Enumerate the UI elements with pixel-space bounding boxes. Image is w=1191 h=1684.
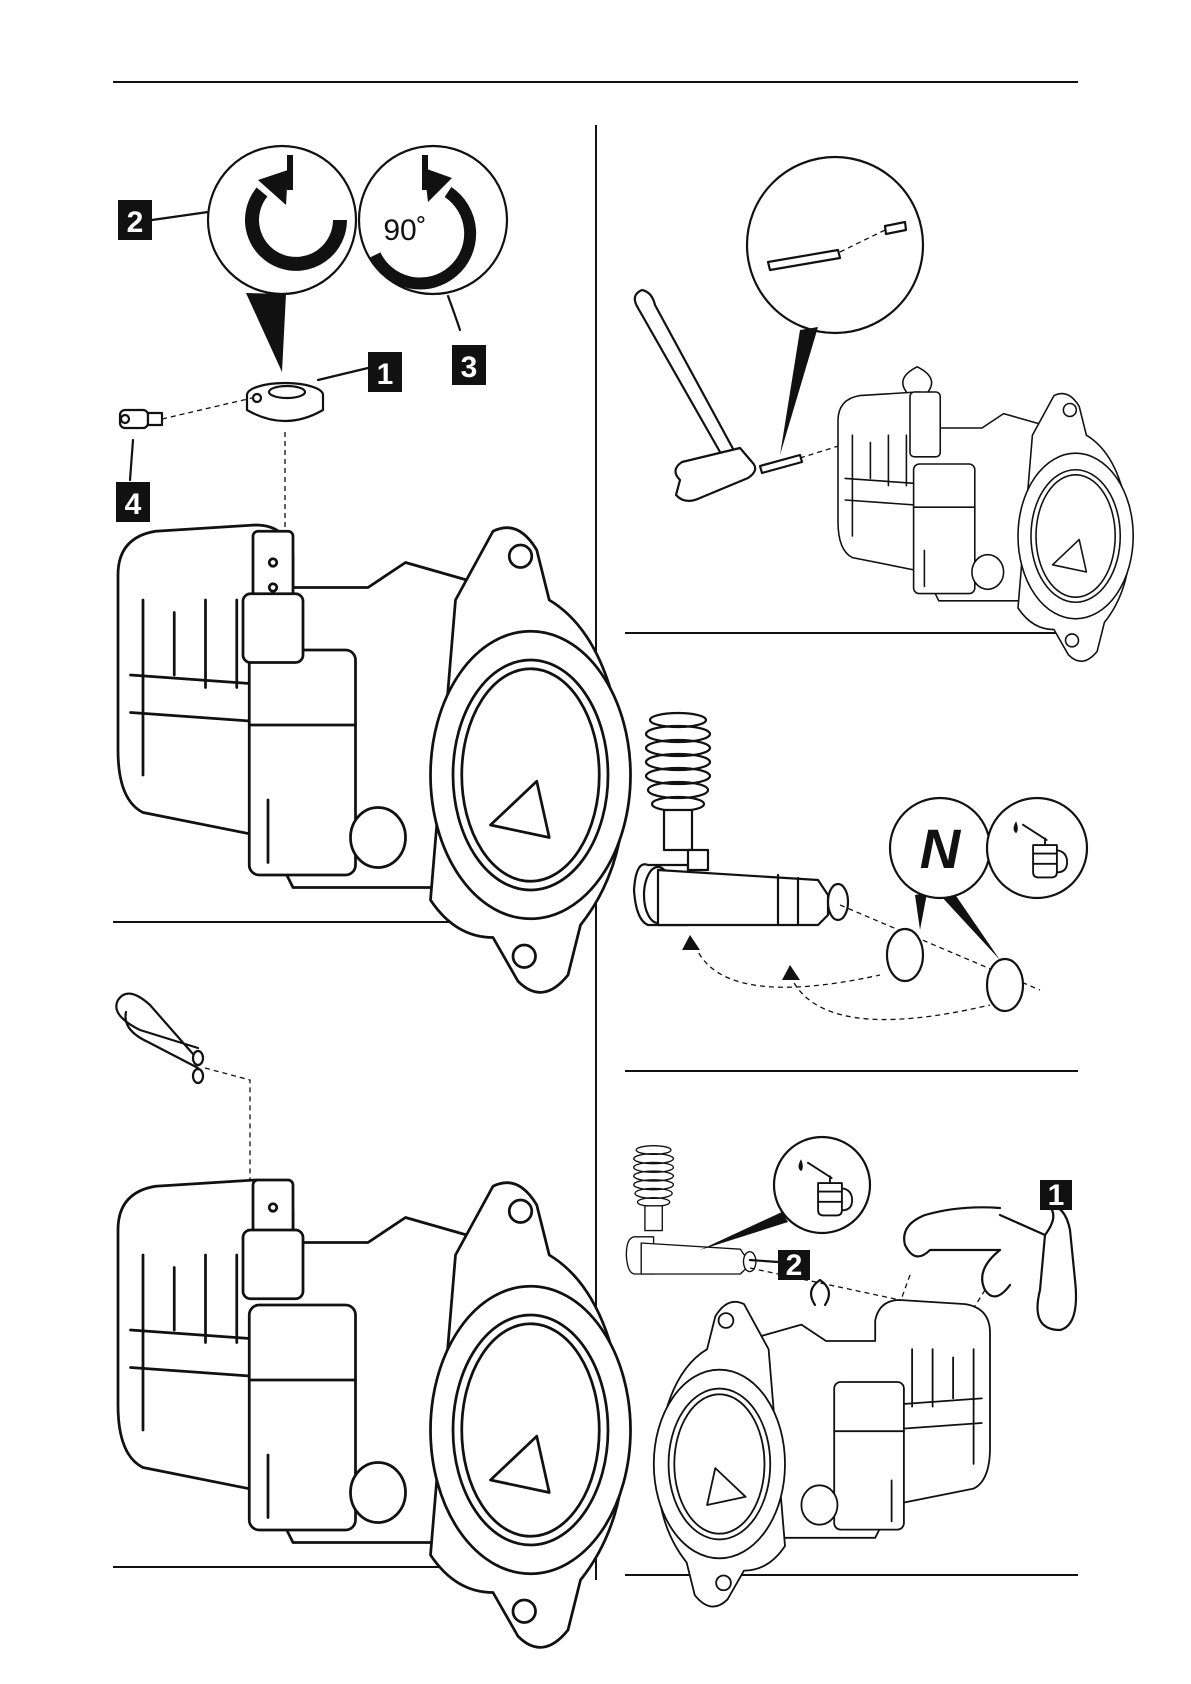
spring-shaft-e bbox=[626, 1146, 756, 1274]
callout-e-2: 2 bbox=[778, 1249, 810, 1282]
spring-shaft-d bbox=[634, 713, 848, 925]
rotate-clockwise-icon bbox=[208, 146, 356, 372]
panel-c-illustration bbox=[635, 157, 1133, 661]
clamp-collar bbox=[247, 383, 323, 421]
callout-a-2: 2 bbox=[118, 200, 152, 240]
panel-d-illustration: N bbox=[634, 713, 1087, 1020]
svg-text:2: 2 bbox=[127, 206, 144, 239]
oil-can-icon bbox=[987, 798, 1087, 898]
angle-label: 90˚ bbox=[383, 214, 426, 247]
oil-can-icon-e bbox=[700, 1137, 870, 1250]
svg-text:4: 4 bbox=[125, 488, 142, 521]
pump-housing-c bbox=[838, 367, 1133, 661]
retaining-clip bbox=[116, 994, 203, 1083]
callout-a-1: 1 bbox=[368, 352, 402, 392]
pump-housing-b bbox=[118, 1180, 631, 1647]
o-ring-2 bbox=[987, 959, 1023, 1011]
panel-b-illustration bbox=[116, 994, 630, 1648]
panel-e-illustration bbox=[626, 1137, 1076, 1607]
svg-text:1: 1 bbox=[377, 358, 394, 391]
svg-text:3: 3 bbox=[461, 351, 478, 384]
hammer-icon bbox=[635, 290, 755, 501]
new-part-icon: N bbox=[890, 798, 990, 898]
svg-text:2: 2 bbox=[786, 1249, 803, 1282]
svg-text:N: N bbox=[920, 817, 962, 880]
callout-a-4: 4 bbox=[116, 482, 150, 522]
panel-a-illustration: 90˚ bbox=[118, 146, 631, 992]
pump-housing-e bbox=[654, 1300, 990, 1607]
callout-e-1: 1 bbox=[1040, 1179, 1072, 1212]
svg-text:1: 1 bbox=[1048, 1179, 1065, 1212]
callout-a-3: 3 bbox=[452, 345, 486, 385]
o-ring-1 bbox=[887, 929, 923, 981]
screw bbox=[120, 410, 162, 428]
rotate-counterclockwise-icon: 90˚ bbox=[359, 146, 507, 294]
